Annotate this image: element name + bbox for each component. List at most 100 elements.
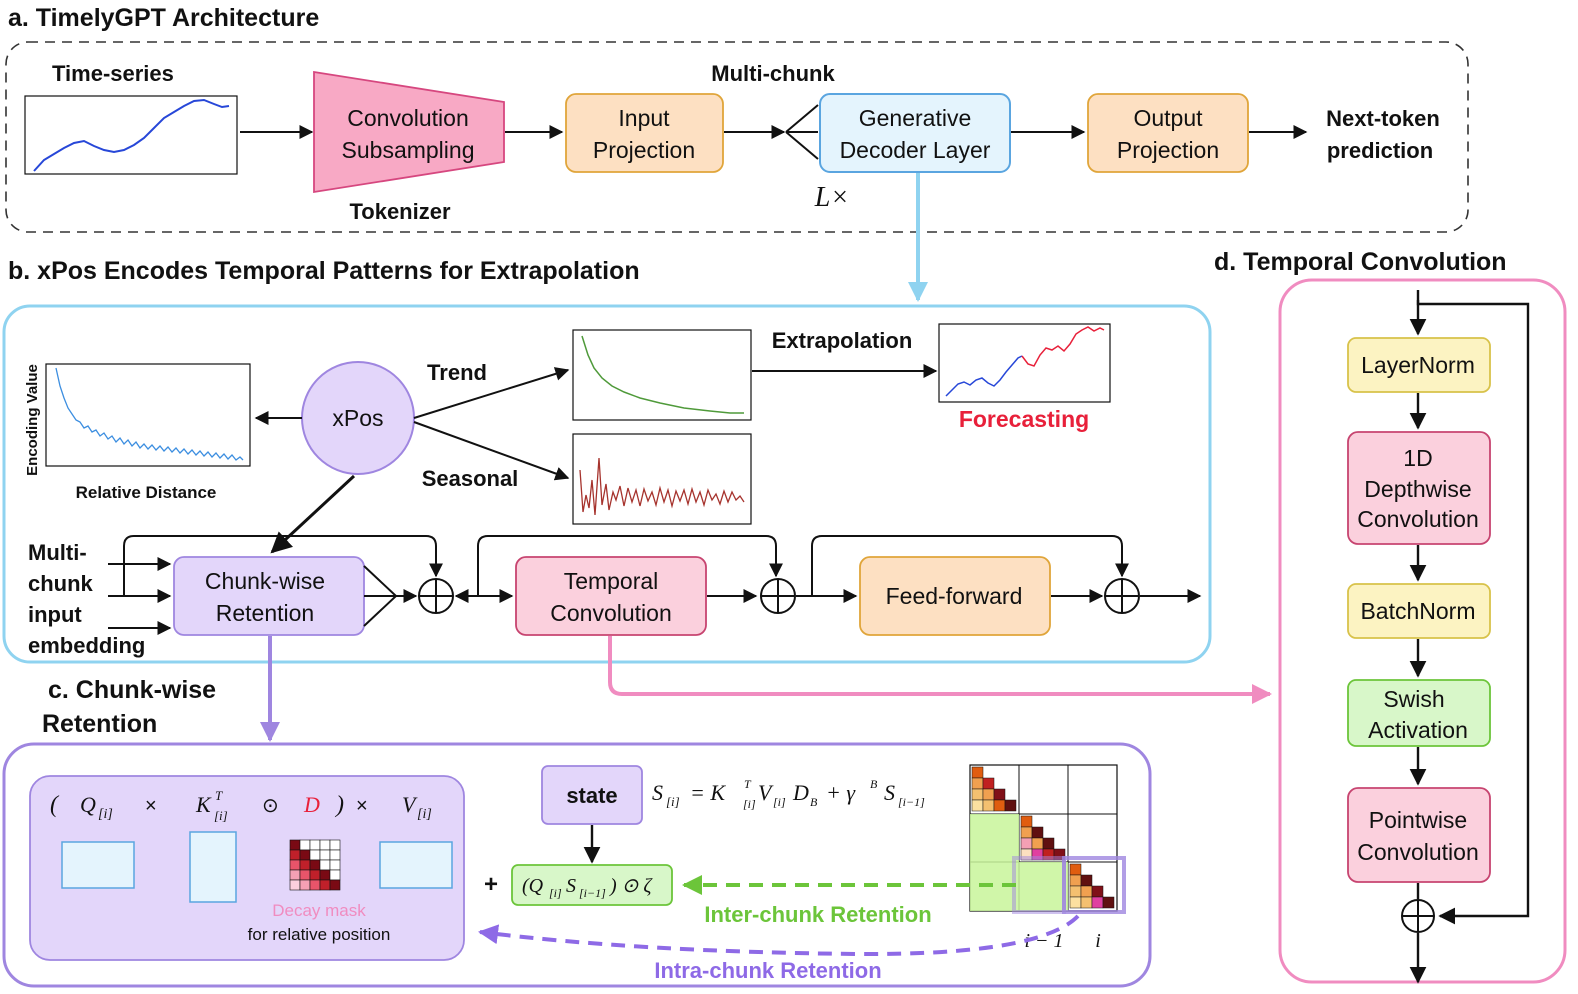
svg-text:S: S	[566, 875, 576, 897]
svg-text:= K: = K	[690, 780, 726, 805]
time-series-label: Time-series	[52, 61, 174, 86]
layers-multiplier: L×	[814, 182, 849, 213]
inter-chunk-term-box	[511, 864, 673, 906]
conv-subsampling-line2: Subsampling	[342, 137, 475, 163]
ff-label: Feed-forward	[886, 583, 1023, 609]
section-c-title-line2: Retention	[42, 710, 157, 738]
q-matrix	[61, 841, 135, 889]
residual-loop-2	[477, 535, 783, 596]
svg-text:): )	[334, 792, 344, 818]
section-a-title: a. TimelyGPT Architecture	[8, 4, 319, 32]
panel-c-frame	[2, 742, 1152, 988]
state-box	[541, 765, 643, 825]
layernorm-box	[1347, 337, 1491, 393]
layernorm-label: LayerNorm	[1361, 352, 1475, 378]
depthwise-conv-box	[1347, 431, 1491, 545]
encoding-plot	[45, 363, 251, 467]
svg-text:+ γ: + γ	[826, 780, 856, 805]
encoding-line	[55, 367, 244, 461]
time-series-plot	[24, 95, 238, 175]
trend-line	[581, 335, 744, 414]
pointwise-conv-box	[1347, 787, 1491, 883]
svg-text:) ⊙ ζ: ) ⊙ ζ	[609, 875, 653, 897]
output-projection-line2: Projection	[1117, 137, 1219, 163]
v-matrix	[379, 841, 453, 889]
svg-text:[i−1]: [i−1]	[579, 886, 606, 900]
svg-text:[i]: [i]	[549, 886, 562, 900]
section-d-title: d. Temporal Convolution	[1214, 248, 1507, 276]
cwr-line2: Retention	[216, 600, 314, 626]
arrow-xpos-to-cwr	[270, 474, 356, 554]
block-diag-3	[1069, 863, 1115, 909]
add-node-2	[760, 578, 796, 614]
pointwise-line2: Convolution	[1357, 839, 1478, 865]
svg-text:[i]: [i]	[417, 807, 432, 822]
tokenizer-label: Tokenizer	[349, 199, 451, 224]
seasonal-label: Seasonal	[422, 466, 519, 491]
time-series-line	[33, 98, 230, 172]
svg-text:×: ×	[145, 795, 157, 817]
add-node-d	[1401, 899, 1435, 933]
cwr-fan-lines	[363, 565, 397, 627]
fan-lines	[785, 104, 819, 160]
cwr-line1: Chunk-wise	[205, 568, 325, 594]
add-node-3	[1104, 578, 1140, 614]
output-projection-box	[1087, 93, 1249, 173]
depthwise-line1: 1D	[1403, 445, 1432, 471]
feed-forward-box	[859, 556, 1051, 636]
state-update-formula: S [i] = K T [i] V [i] D B + γ B S [i−1]	[652, 777, 925, 811]
svg-text:B: B	[810, 795, 818, 809]
arrow-xpos-to-trend	[413, 367, 570, 419]
svg-text:T: T	[744, 777, 752, 791]
encoding-value-label: Encoding Value	[24, 364, 41, 476]
mc-input-line4: embedding	[28, 633, 145, 658]
svg-text:(Q: (Q	[522, 875, 544, 897]
swish-line1: Swish	[1383, 686, 1444, 712]
svg-text:[i]: [i]	[98, 807, 113, 822]
svg-text:B: B	[870, 777, 878, 791]
svg-text:S: S	[652, 780, 663, 805]
depthwise-line2: Depthwise	[1364, 476, 1471, 502]
next-token-line1: Next-token	[1326, 106, 1440, 131]
input-projection-line2: Projection	[593, 137, 695, 163]
extrapolation-label: Extrapolation	[772, 328, 913, 353]
svg-text:[i]: [i]	[743, 797, 756, 811]
tc-line2: Convolution	[550, 600, 671, 626]
svg-text:T: T	[215, 788, 223, 803]
arrow-xpos-to-seasonal	[413, 421, 570, 481]
seasonal-plot	[572, 433, 752, 525]
inter-chunk-term: (Q [i] S [i−1] ) ⊙ ζ	[522, 875, 653, 900]
swish-box	[1347, 679, 1491, 747]
batchnorm-label: BatchNorm	[1360, 598, 1475, 624]
svg-text:V: V	[402, 792, 418, 817]
svg-text:K: K	[195, 792, 212, 817]
generative-decoder-line2: Decoder Layer	[840, 137, 991, 163]
add-node-1	[418, 578, 454, 614]
chunk-index-current: i	[1095, 930, 1101, 952]
mc-input-line3: input	[28, 602, 82, 627]
decay-mask-matrix	[289, 839, 341, 891]
next-token-line2: prediction	[1327, 138, 1433, 163]
plus-sign: +	[484, 871, 498, 898]
inter-chunk-label: Inter-chunk Retention	[704, 902, 931, 927]
decay-mask-label: Decay mask	[272, 901, 366, 920]
svg-text:[i]: [i]	[773, 795, 786, 809]
svg-text:⊙: ⊙	[262, 795, 279, 817]
svg-text:S: S	[884, 780, 895, 805]
forecast-history-line	[945, 355, 1023, 397]
svg-text:V: V	[758, 780, 774, 805]
d-skip-connection	[1416, 290, 1530, 925]
intra-chunk-label: Intra-chunk Retention	[654, 958, 881, 983]
state-label: state	[566, 783, 617, 808]
forecast-future-line	[1021, 326, 1105, 367]
svg-text:Q: Q	[80, 792, 96, 817]
conv-subsampling-line1: Convolution	[347, 105, 468, 131]
input-projection-box	[565, 93, 724, 173]
svg-text:D: D	[792, 780, 809, 805]
k-matrix	[189, 831, 237, 903]
residual-loop-3	[811, 535, 1129, 596]
svg-text:[i−1]: [i−1]	[898, 795, 925, 809]
chunk-index-prev: i − 1	[1024, 930, 1063, 952]
svg-text:D: D	[303, 792, 320, 817]
retention-formula-box	[29, 775, 465, 961]
